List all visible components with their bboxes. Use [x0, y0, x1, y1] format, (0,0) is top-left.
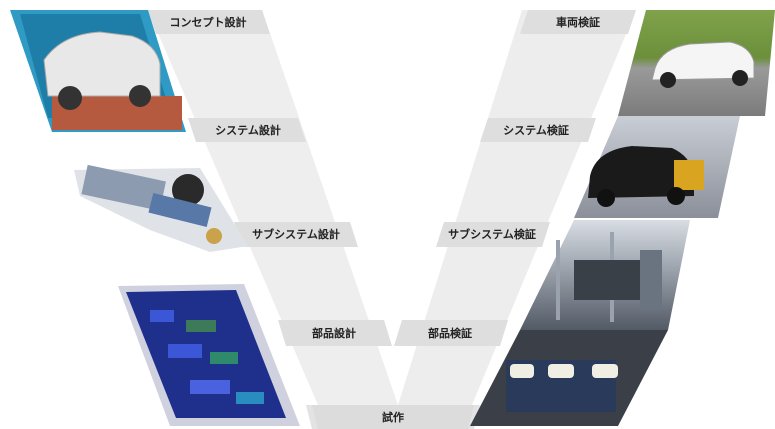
label-box-system: [188, 118, 306, 142]
label-box-vehicle: [520, 10, 636, 34]
label-box-parts: [278, 320, 392, 346]
label-parts-design: 部品設計: [312, 327, 356, 340]
car-body-cad-image: [10, 10, 186, 132]
label-subsystem-design: サブシステム設計: [252, 228, 340, 241]
suv-photo: [618, 10, 775, 116]
v-band: [148, 10, 398, 405]
v-band-right: [398, 10, 636, 405]
label-box-sys-verify: [480, 118, 596, 142]
label-concept-design: コンセプト設計: [169, 16, 247, 29]
label-prototype: 試作: [382, 411, 404, 424]
label-system-design: システム設計: [215, 124, 281, 137]
bench-test-photo: [470, 330, 668, 426]
label-box-subsystem: [234, 222, 358, 247]
label-vehicle-verification: 車両検証: [556, 16, 600, 29]
label-box-subsys-verify: [436, 222, 550, 247]
label-parts-verification: 部品検証: [428, 327, 472, 340]
label-box-prototype: [312, 405, 474, 429]
label-subsystem-verification: サブシステム検証: [448, 228, 536, 241]
test-rig-photo: [520, 220, 690, 330]
chassis-cad-image: [74, 164, 248, 252]
label-box-concept: [148, 10, 270, 34]
label-box-parts-verify: [394, 320, 508, 346]
pcb-model-image: [118, 284, 300, 426]
sedan-dyno-photo: [574, 116, 740, 218]
label-system-verification: システム検証: [503, 124, 569, 137]
